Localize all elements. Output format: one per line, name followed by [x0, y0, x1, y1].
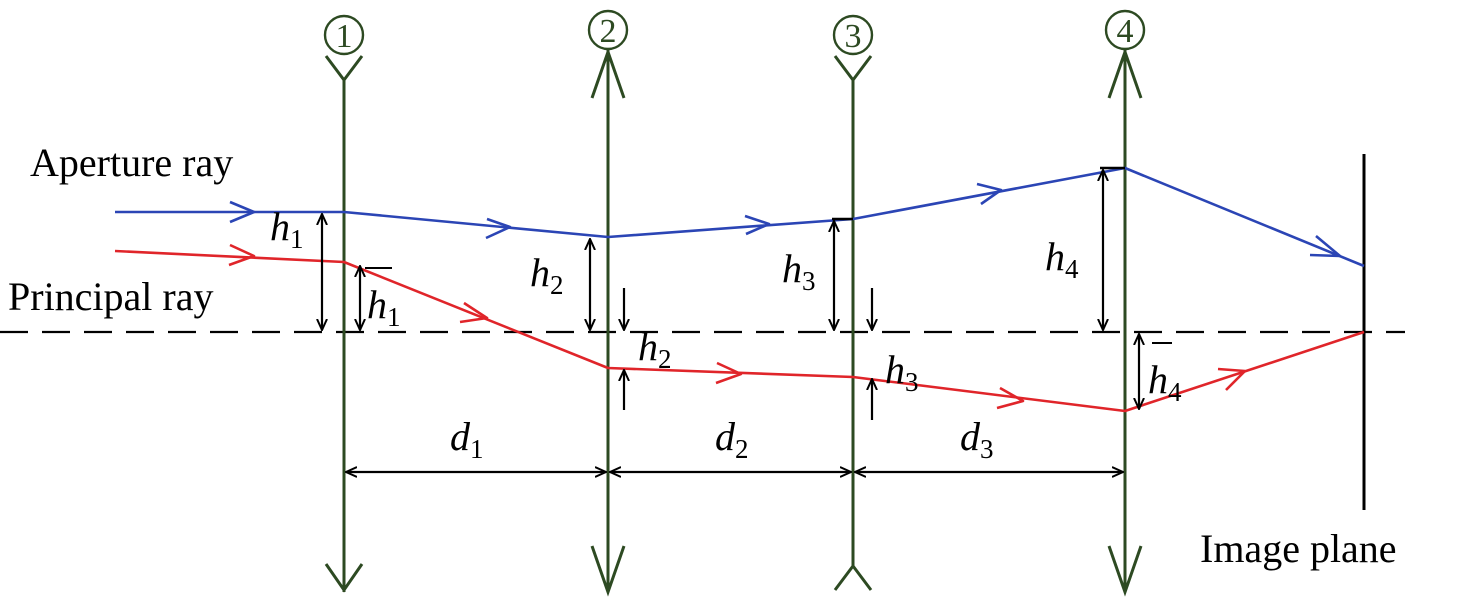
lens-3	[833, 55, 873, 591]
svg-text:1: 1	[336, 18, 353, 55]
lens-number-2: 2	[587, 9, 629, 51]
lens-number-1: 1	[323, 14, 365, 56]
principal-ray-label: Principal ray	[8, 274, 214, 319]
lens-4	[1107, 47, 1143, 597]
aperture-ray	[115, 166, 1365, 268]
svg-text:h3: h3	[885, 347, 919, 397]
d2-label: d2	[715, 414, 749, 464]
svg-text:3: 3	[845, 18, 862, 55]
h1-bar-label: h1	[365, 267, 401, 332]
aperture-ray-label: Aperture ray	[30, 140, 233, 185]
h1-label: h1	[270, 204, 304, 254]
svg-text:h1: h1	[367, 282, 401, 332]
svg-text:2: 2	[600, 13, 617, 50]
lens-number-3: 3	[832, 14, 874, 56]
h2-label: h2	[530, 250, 564, 300]
svg-text:h2: h2	[638, 324, 672, 374]
svg-text:h4: h4	[1148, 357, 1182, 407]
image-plane-label: Image plane	[1200, 526, 1397, 571]
svg-text:4: 4	[1117, 13, 1134, 50]
h4-label: h4	[1045, 234, 1079, 284]
lens-2	[590, 47, 626, 597]
lens-number-4: 4	[1104, 9, 1146, 51]
principal-ray	[114, 243, 1365, 413]
h3-bar-label: h3	[885, 347, 919, 397]
lens-1	[324, 55, 364, 593]
d1-label: d1	[450, 414, 484, 464]
d3-label: d3	[960, 414, 994, 464]
h4-bar-label: h4	[1148, 342, 1182, 407]
h2-bar-label: h2	[638, 324, 672, 374]
h3-label: h3	[782, 246, 816, 296]
